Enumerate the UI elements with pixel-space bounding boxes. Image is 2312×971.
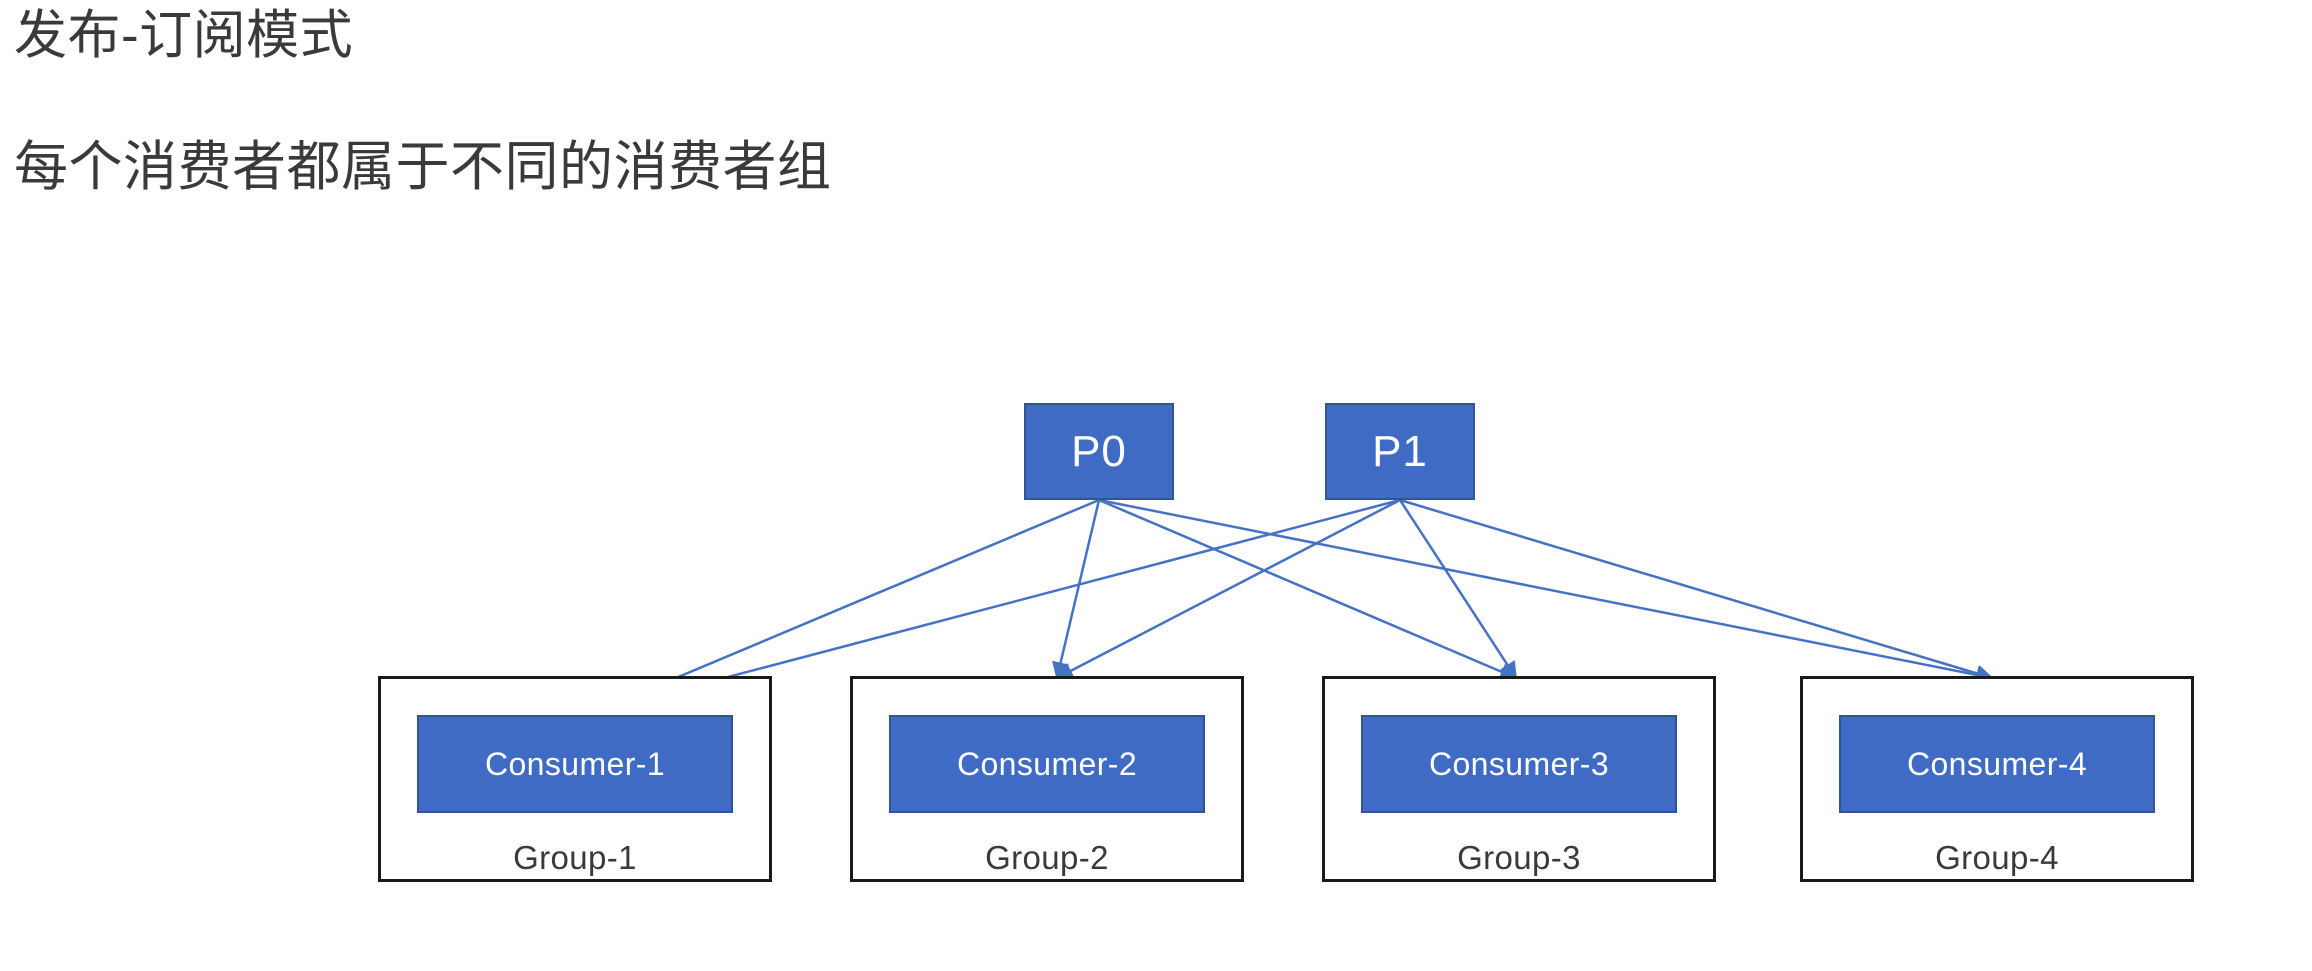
consumer-label: Consumer-3: [1428, 745, 1610, 782]
group-label-3: Group-3: [1457, 839, 1581, 876]
producer-node-p1[interactable]: P1: [1325, 403, 1475, 500]
consumer-label: Consumer-1: [484, 745, 666, 782]
page-title: 发布-订阅模式: [14, 6, 354, 65]
producer-node-p0[interactable]: P0: [1024, 403, 1174, 500]
connector-p0-to-group-4: [1098, 498, 1994, 684]
consumer-node-1[interactable]: Consumer-1: [417, 715, 733, 813]
connector-p0-to-group-3: [1098, 498, 1518, 680]
connector-p1-to-group-4: [1399, 498, 1994, 682]
connector-p0-to-group-2: [1052, 499, 1101, 680]
producer-label: P0: [1071, 426, 1127, 476]
consumer-node-2[interactable]: Consumer-2: [889, 715, 1205, 813]
consumer-label: Consumer-2: [956, 745, 1138, 782]
consumer-label: Consumer-4: [1906, 745, 2088, 782]
producer-label: P1: [1372, 426, 1428, 476]
page-subtitle: 每个消费者都属于不同的消费者组: [14, 137, 832, 197]
connector-p1-to-group-2: [1055, 498, 1401, 680]
consumer-node-4[interactable]: Consumer-4: [1839, 715, 2155, 813]
group-label-2: Group-2: [985, 839, 1109, 876]
group-label-1: Group-1: [513, 839, 637, 876]
connector-p1-to-group-3: [1398, 499, 1518, 680]
group-label-4: Group-4: [1935, 839, 2059, 876]
consumer-node-3[interactable]: Consumer-3: [1361, 715, 1677, 813]
